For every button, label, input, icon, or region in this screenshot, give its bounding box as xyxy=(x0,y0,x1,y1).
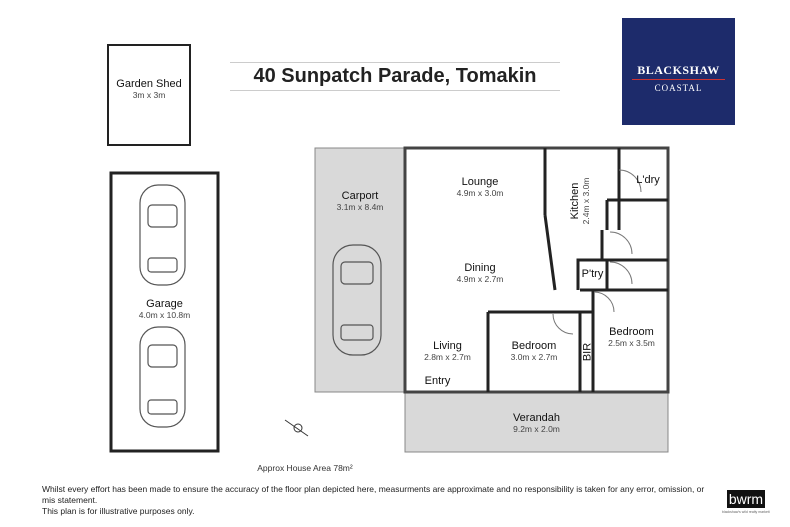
garden-shed xyxy=(107,44,191,146)
bwrm-logo: bwrm xyxy=(727,490,765,508)
logo-name: BLACKSHAW xyxy=(637,63,720,77)
carport xyxy=(314,147,406,393)
disclaimer: Whilst every effort has been made to ens… xyxy=(42,484,712,517)
disclaimer-line-1: Whilst every effort has been made to ens… xyxy=(42,484,705,505)
logo-divider xyxy=(632,79,725,80)
room-laundry: L'dry xyxy=(636,174,660,186)
disclaimer-line-2: This plan is for illustrative purposes o… xyxy=(42,506,195,516)
room-bir: BIR xyxy=(581,342,594,362)
north-arrow-icon xyxy=(284,419,309,437)
room-entry: Entry xyxy=(424,375,451,387)
bwrm-logo-sub: blackshaw's wild realty marketing xyxy=(722,510,770,514)
blackshaw-logo: BLACKSHAW COASTAL xyxy=(622,18,735,125)
page-title: 40 Sunpatch Parade, Tomakin xyxy=(230,62,560,91)
car-icon xyxy=(332,244,382,356)
garage xyxy=(109,171,220,453)
doors xyxy=(552,169,642,335)
walls xyxy=(403,146,670,394)
car-icon xyxy=(139,184,186,428)
house-area: Approx House Area 78m² xyxy=(257,463,353,473)
logo-sub: COASTAL xyxy=(654,83,703,93)
room-pantry: P'try xyxy=(581,268,604,280)
